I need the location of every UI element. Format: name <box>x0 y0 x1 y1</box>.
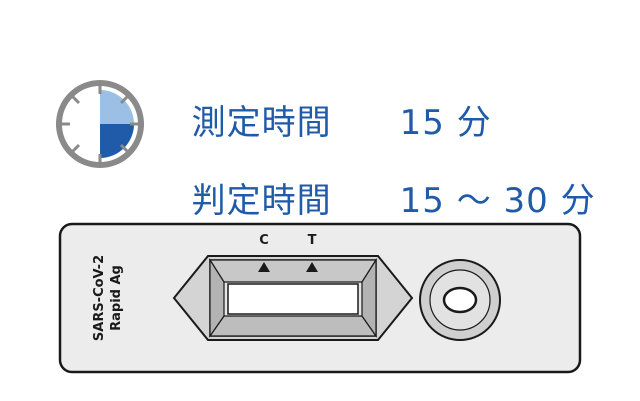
result-window-top-bevel <box>208 259 378 283</box>
cassette-name-line1: SARS-CoV-2 <box>92 255 107 341</box>
measure-time-label: 測定時間 <box>191 103 332 143</box>
sample-well-hole <box>442 286 478 314</box>
measure-time-value: 15 分 <box>399 103 492 143</box>
control-line-marker <box>258 262 270 272</box>
test-line-label: T <box>308 233 317 248</box>
clock-icon <box>56 80 144 168</box>
judge-time-value: 15 ～ 30 分 <box>399 181 596 221</box>
judge-time-row: 判定時間 15 ～ 30 分 <box>168 141 596 221</box>
cassette-name: SARS-CoV-2 Rapid Ag <box>92 255 124 341</box>
test-line-marker <box>306 262 318 272</box>
judge-time-label: 判定時間 <box>191 181 332 221</box>
result-window-right-bevel <box>361 257 377 338</box>
clock-light-quadrant <box>100 90 134 124</box>
result-window-bottom-bevel <box>208 315 378 337</box>
cassette-name-line2: Rapid Ag <box>109 265 124 331</box>
clock-dark-quadrant <box>100 124 134 158</box>
control-line-label: C <box>259 233 269 248</box>
test-cassette: SARS-CoV-2 Rapid Ag C T <box>58 222 582 374</box>
result-window-left-bevel <box>209 257 225 338</box>
clock-ticks <box>62 86 138 162</box>
measure-time-row: 測定時間 15 分 <box>168 63 492 143</box>
result-strip <box>227 283 359 315</box>
